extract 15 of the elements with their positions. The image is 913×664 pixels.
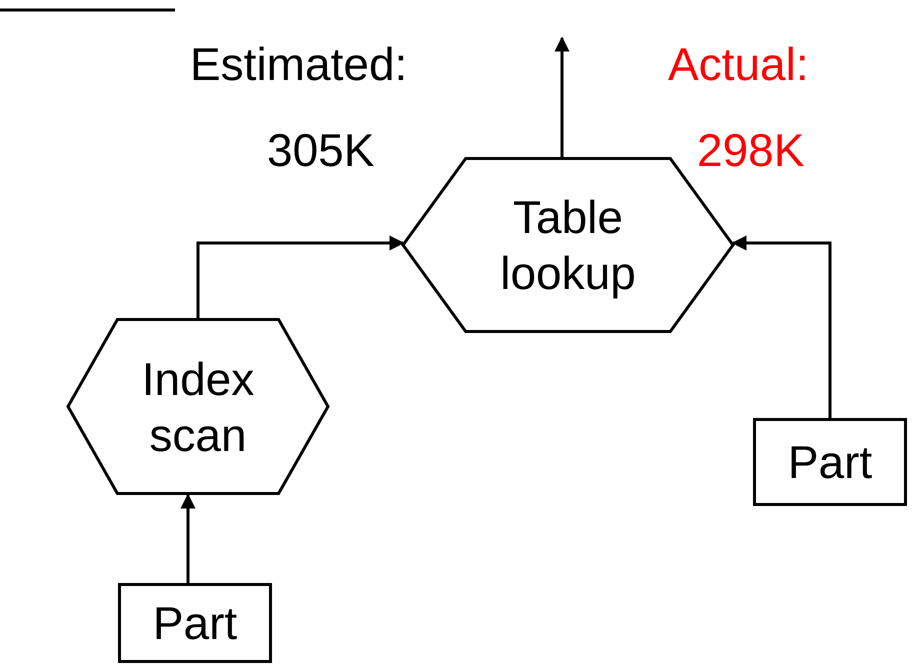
row-count: 305K <box>267 123 374 178</box>
operator-hexagon <box>68 318 328 495</box>
node-label: Index scan <box>140 352 256 462</box>
table-box <box>753 418 907 506</box>
arrow <box>196 236 404 318</box>
row-count: 298K <box>697 123 804 178</box>
arrow <box>554 36 570 157</box>
node-label: Part <box>788 435 872 490</box>
node-label: Table lookup <box>499 190 637 301</box>
count-caption: Actual: <box>668 37 809 92</box>
count-caption: Estimated: <box>190 37 408 92</box>
table-box <box>118 583 272 663</box>
arrow <box>180 494 196 583</box>
node-label: Part <box>152 596 238 651</box>
arrow <box>732 236 832 418</box>
